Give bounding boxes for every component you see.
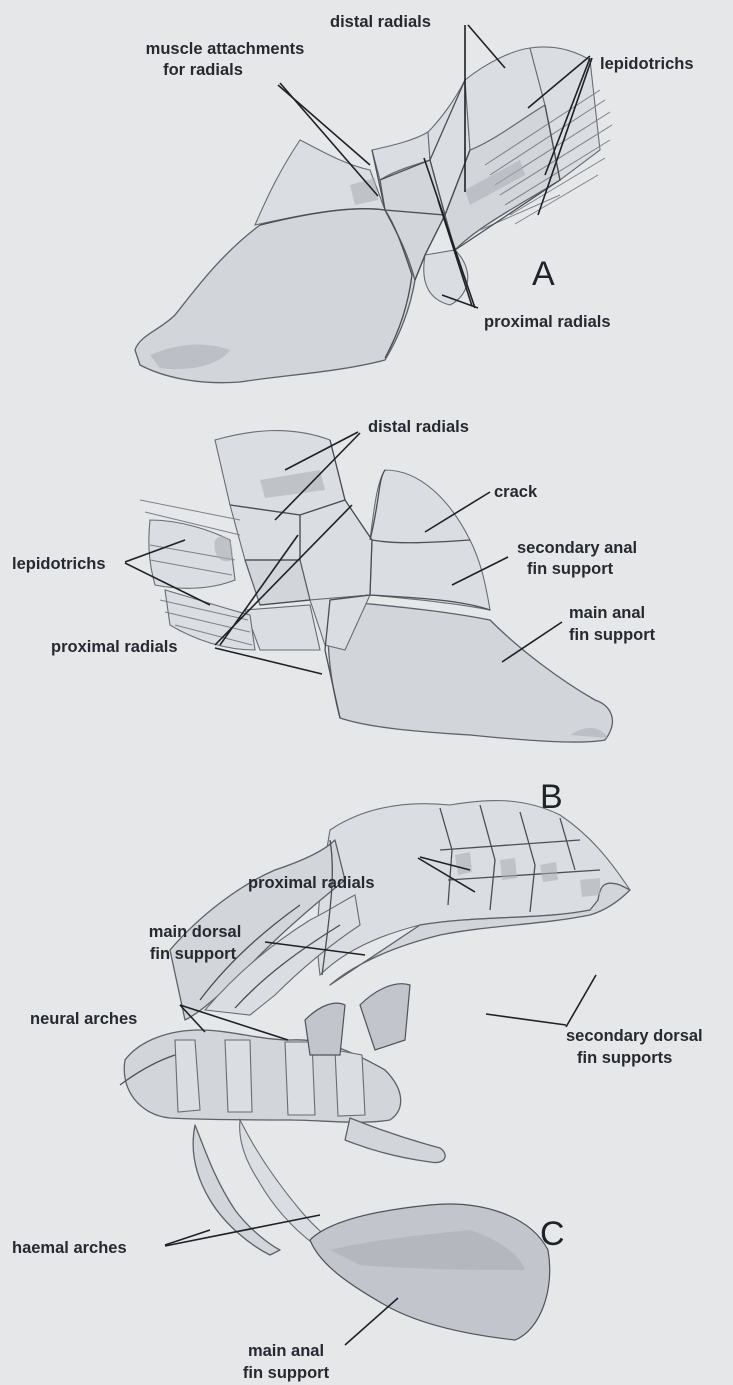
label-c-main-dorsal-line2: fin support	[150, 945, 237, 963]
panel-b-specimen-drawing	[140, 431, 612, 743]
label-b-distal-radials: distal radials	[368, 418, 469, 436]
leader-c-main-anal	[345, 1298, 398, 1345]
label-c-neural-arches: neural arches	[30, 1010, 137, 1028]
label-b-lepidotrichs: lepidotrichs	[12, 555, 106, 573]
label-a-lepidotrichs: lepidotrichs	[600, 55, 694, 73]
panel-c-specimen-drawing	[120, 801, 630, 1340]
label-b-main-anal-line2: fin support	[569, 626, 656, 644]
label-a-muscle-attachments-line2: for radials	[163, 61, 243, 79]
label-c-haemal-arches: haemal arches	[12, 1239, 127, 1257]
label-c-main-dorsal-line1: main dorsal	[149, 923, 242, 941]
label-b-main-anal-line1: main anal	[569, 604, 645, 622]
panel-b: distal radials crack secondary anal fin …	[12, 418, 656, 816]
panel-c-letter: C	[540, 1215, 565, 1253]
leader-c-secondary-dorsal-2	[566, 975, 596, 1027]
panel-c: proximal radials main dorsal fin support…	[12, 801, 703, 1382]
label-c-secondary-dorsal-line2: fin supports	[577, 1049, 672, 1067]
label-a-muscle-attachments-line1: muscle attachments	[146, 40, 305, 58]
panel-a-letter: A	[532, 255, 555, 293]
leader-c-secondary-dorsal-1	[486, 1014, 566, 1025]
label-c-proximal-radials: proximal radials	[248, 874, 375, 892]
label-b-secondary-anal-line2: fin support	[527, 560, 614, 578]
label-c-secondary-dorsal-line1: secondary dorsal	[566, 1027, 703, 1045]
label-c-main-anal-line2: fin support	[243, 1364, 330, 1382]
leader-a-distal-radials-2	[468, 25, 505, 68]
label-a-proximal-radials: proximal radials	[484, 313, 611, 331]
leader-c-haemal-arches-1	[165, 1230, 210, 1245]
label-b-secondary-anal-line1: secondary anal	[517, 539, 637, 557]
panel-a: distal radials muscle attachments for ra…	[135, 13, 694, 383]
label-a-distal-radials: distal radials	[330, 13, 431, 31]
label-c-main-anal-line1: main anal	[248, 1342, 324, 1360]
leader-b-proximal-radials-3	[215, 648, 322, 674]
label-b-crack: crack	[494, 483, 538, 501]
label-b-proximal-radials: proximal radials	[51, 638, 178, 656]
